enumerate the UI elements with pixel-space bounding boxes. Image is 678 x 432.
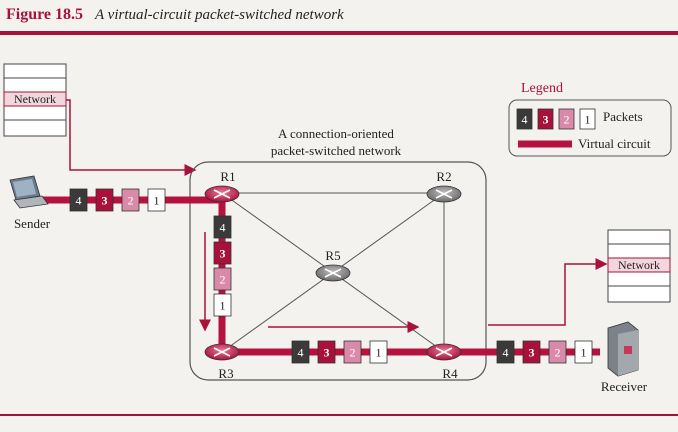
network-boundary xyxy=(189,161,487,381)
legend-packets-label: Packets xyxy=(603,109,643,124)
packet-label-2: 2 xyxy=(128,194,134,208)
receiver-protocol-stack: Network xyxy=(607,229,671,303)
packet-4 xyxy=(69,188,88,212)
router-r4: R4 xyxy=(426,343,462,381)
packet-3 xyxy=(213,241,232,265)
network-caption-line2: packet-switched network xyxy=(271,143,402,158)
packet-4 xyxy=(516,108,533,130)
legend-circuit-label: Virtual circuit xyxy=(578,136,651,151)
figure-header: Figure 18.5 A virtual-circuit packet-swi… xyxy=(6,6,344,24)
packet-label-4: 4 xyxy=(298,346,304,360)
receiver-network-layer-label: Network xyxy=(618,258,660,272)
virtual-circuit-path xyxy=(20,196,600,356)
packet-4 xyxy=(213,215,232,239)
sender-network-layer-label: Network xyxy=(14,92,56,106)
sender-to-network-arrow xyxy=(66,99,197,176)
packet-label-1: 1 xyxy=(154,194,160,208)
packet-4 xyxy=(496,340,515,364)
network-to-receiver-arrow xyxy=(488,258,608,326)
r5-label: R5 xyxy=(325,248,340,263)
packet-2 xyxy=(548,340,567,364)
packet-1 xyxy=(213,293,232,317)
packet-2 xyxy=(213,267,232,291)
server-icon xyxy=(607,321,639,377)
laptop-icon xyxy=(9,175,49,209)
packets-r1-to-r3: 4 3 2 1 xyxy=(213,215,232,317)
packet-label-3: 3 xyxy=(220,247,226,261)
legend-packets: 4 3 2 1 xyxy=(516,108,596,130)
packet-2 xyxy=(121,188,140,212)
r1-label: R1 xyxy=(220,169,235,184)
packet-label-1: 1 xyxy=(220,299,226,313)
network-caption-line1: A connection-oriented xyxy=(278,126,394,141)
legend-title: Legend xyxy=(521,81,563,96)
router-r5: R5 xyxy=(315,248,351,282)
packets-at-sender: 4 3 2 1 xyxy=(69,188,166,212)
packet-label-2: 2 xyxy=(555,346,561,360)
router-r3: R3 xyxy=(204,343,240,381)
r4-label: R4 xyxy=(442,366,458,381)
packet-3 xyxy=(522,340,541,364)
bottom-rule xyxy=(0,414,678,416)
packet-3 xyxy=(95,188,114,212)
packet-label-2: 2 xyxy=(564,113,570,127)
packet-1 xyxy=(147,188,166,212)
legend: Legend 4 3 2 1 Packets Virtual circuit xyxy=(508,81,672,157)
sender-protocol-stack: Network xyxy=(3,63,67,137)
top-rule xyxy=(0,31,678,35)
packet-1 xyxy=(579,108,596,130)
packet-label-4: 4 xyxy=(503,346,509,360)
packet-label-2: 2 xyxy=(220,273,226,287)
packet-label-3: 3 xyxy=(324,346,330,360)
router-r2: R2 xyxy=(426,169,462,203)
packet-1 xyxy=(369,340,388,364)
r2-label: R2 xyxy=(436,169,451,184)
receiver-label: Receiver xyxy=(601,379,648,394)
packet-2 xyxy=(558,108,575,130)
packet-label-2: 2 xyxy=(350,346,356,360)
packet-label-3: 3 xyxy=(543,113,549,127)
packets-r3-to-r4: 4 3 2 1 xyxy=(291,340,388,364)
packet-3 xyxy=(317,340,336,364)
packet-label-4: 4 xyxy=(522,113,528,127)
packet-label-1: 1 xyxy=(376,346,382,360)
packet-label-3: 3 xyxy=(529,346,535,360)
packet-1 xyxy=(574,340,593,364)
packet-2 xyxy=(343,340,362,364)
figure-title: A virtual-circuit packet-switched networ… xyxy=(95,7,344,23)
packet-3 xyxy=(537,108,554,130)
figure-number: Figure 18.5 xyxy=(6,6,84,23)
packet-label-3: 3 xyxy=(102,194,108,208)
r3-label: R3 xyxy=(218,366,233,381)
sender-label: Sender xyxy=(14,216,51,231)
router-r1: R1 xyxy=(204,169,240,203)
packet-label-4: 4 xyxy=(76,194,82,208)
packet-label-1: 1 xyxy=(585,113,591,127)
packets-r4-to-receiver: 4 3 2 1 xyxy=(496,340,593,364)
packet-4 xyxy=(291,340,310,364)
packet-label-1: 1 xyxy=(581,346,587,360)
packet-label-4: 4 xyxy=(220,221,226,235)
